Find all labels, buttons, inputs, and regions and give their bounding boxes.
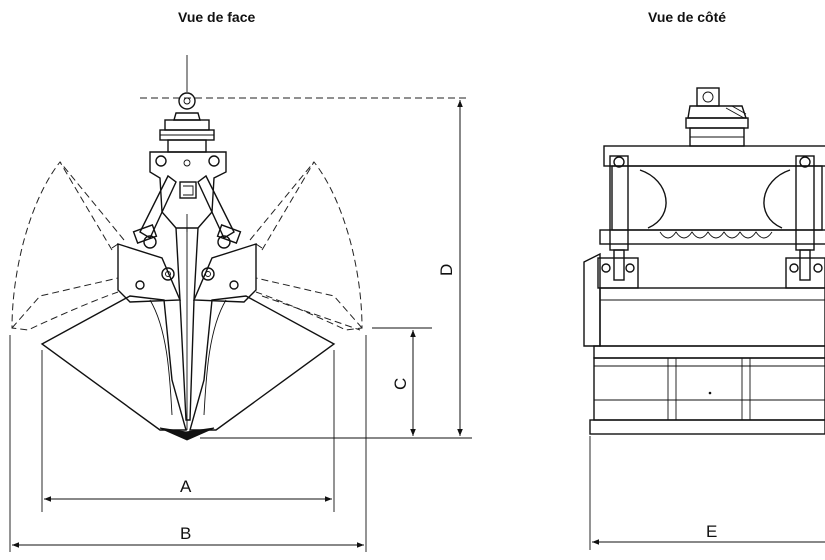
- dimension-d-label: D: [437, 264, 456, 276]
- dimension-b-label: B: [180, 524, 191, 543]
- front-view-title: Vue de face: [178, 9, 256, 25]
- open-shells-dashed: [11, 161, 363, 331]
- dimension-e-label: E: [706, 522, 717, 541]
- side-right-cylinder: [785, 155, 825, 289]
- side-rotator: [685, 87, 749, 147]
- grab-body: [149, 151, 227, 229]
- side-top-frame: [599, 145, 825, 245]
- side-shell-body: [583, 252, 825, 435]
- front-view: A B C D: [9, 55, 472, 552]
- central-arms: [135, 214, 239, 430]
- side-view: E: [583, 87, 825, 550]
- side-left-cylinder: [597, 155, 639, 289]
- dimension-a-label: A: [180, 477, 192, 496]
- side-view-title: Vue de côté: [648, 9, 727, 25]
- side-plates: [111, 243, 263, 303]
- closed-shells: [40, 295, 336, 441]
- hydraulic-cylinders: [132, 174, 242, 249]
- rotator-head: [159, 92, 215, 153]
- dimension-c-label: C: [391, 378, 410, 390]
